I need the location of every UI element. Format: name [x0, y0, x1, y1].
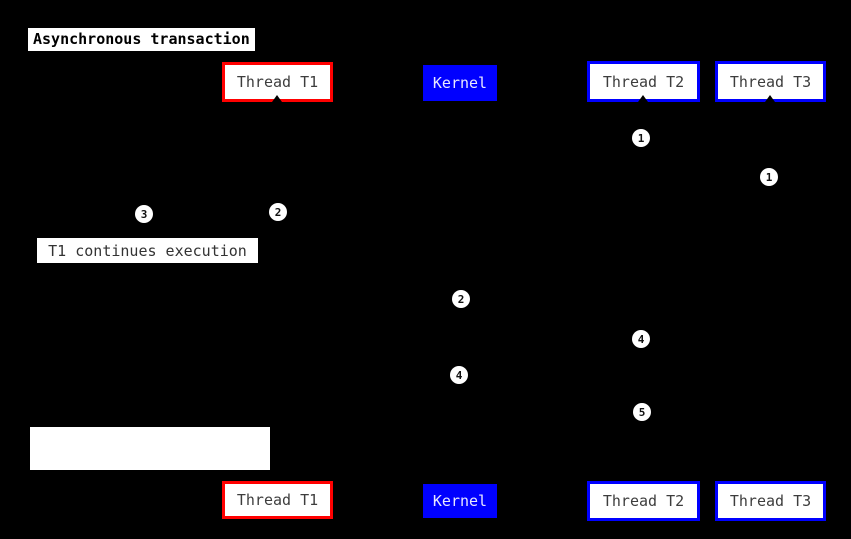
sequence-number-badge: 1 — [760, 168, 778, 186]
arrowhead-notch-icon — [272, 95, 282, 102]
sequence-number-badge: 2 — [269, 203, 287, 221]
arrowhead-notch-icon — [638, 95, 648, 102]
actor-bottom-thread-t2: Thread T2 — [587, 481, 700, 521]
sequence-number-badge: 4 — [632, 330, 650, 348]
sequence-number-badge: 3 — [135, 205, 153, 223]
actor-bottom-thread-t1: Thread T1 — [222, 481, 333, 519]
sequence-number-badge: 2 — [452, 290, 470, 308]
actor-top-kernel: Kernel — [423, 65, 497, 101]
actor-bottom-thread-t3: Thread T3 — [715, 481, 826, 521]
note-t1-continues-execution: T1 continues execution — [37, 238, 258, 263]
arrowhead-notch-icon — [765, 95, 775, 102]
sequence-number-badge: 1 — [632, 129, 650, 147]
note-blank — [30, 427, 270, 470]
diagram-title: Asynchronous transaction — [28, 28, 255, 51]
actor-bottom-kernel: Kernel — [423, 484, 497, 518]
sequence-number-badge: 5 — [633, 403, 651, 421]
sequence-number-badge: 4 — [450, 366, 468, 384]
